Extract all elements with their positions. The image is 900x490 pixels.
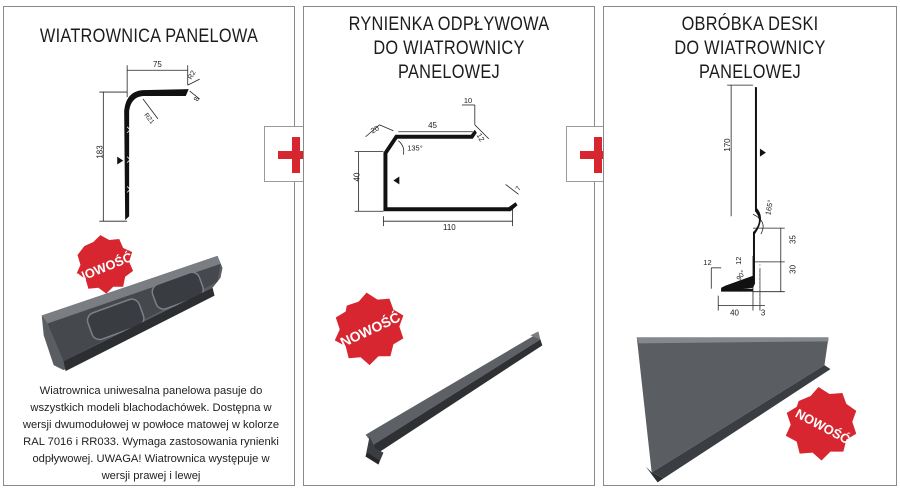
dim-170-label: 170 [723,138,732,152]
dim-7-label: 7 [515,185,523,192]
dim-12a-label: 12 [734,257,743,265]
dim-3-label: 3 [761,309,766,318]
dim-40-label: 40 [730,309,739,318]
dim-radius-top-label: R2 [187,70,198,81]
product-description: Wiatrownica uniwesalna panelowa pasuje d… [22,385,280,482]
panel-title-line2: DO WIATROWNICY PANELOWEJ [373,38,525,83]
panel-title: WIATROWNICA PANELOWA [39,26,259,47]
dim-height-label: 183 [95,145,104,159]
panel-title-line1: RYNIENKA ODPŁYWOWA [348,14,550,35]
profile-diagram-rynienka: 20 45 10 12 135° 40 110 7 NOWOŚĆ [334,96,543,465]
profile-diagram-obrobka: 170 165° 35 12 12 90° 30 40 3 NOWOŚĆ [636,84,857,483]
dim-radius-side-label: 8 [193,96,201,102]
product-panel-wiatrownica: WIATROWNICA PANELOWA 75 R2 8 R21 183 [3,6,295,486]
dim-45-label: 45 [428,121,437,130]
dim-angle-label: 135° [407,144,422,153]
panel-title-line1: OBRÓBKA DESKI [681,14,819,35]
new-badge: NOWOŚĆ [785,387,857,461]
new-badge: NOWOŚĆ [334,292,404,366]
dim-35-label: 35 [789,235,798,244]
panel-title: OBRÓBKA DESKI DO WIATROWNICY PANELOWEJ [624,13,875,85]
dim-12-label: 12 [475,132,487,144]
plus-icon [580,137,616,173]
dim-width-label: 75 [153,60,162,69]
new-badge: NOWOŚĆ [74,235,135,294]
dim-40-label: 40 [353,172,362,181]
product-panel-obrobka: OBRÓBKA DESKI DO WIATROWNICY PANELOWEJ 1… [603,6,897,486]
dim-radius-inner-label: R21 [142,112,155,126]
plus-icon [278,137,314,173]
panel-title: RYNIENKA ODPŁYWOWA DO WIATROWNICY PANELO… [324,13,573,85]
dim-10-label: 10 [464,96,472,105]
dim-110-label: 110 [443,223,456,232]
dim-20-label: 20 [369,123,381,135]
product-render-obrobka [636,337,831,483]
panel-title-line2: DO WIATROWNICY PANELOWEJ [674,38,826,83]
dim-angle165-label: 165° [763,199,775,216]
dim-12b-label: 12 [703,258,711,267]
dim-30-label: 30 [789,264,798,273]
product-render-wiatrownica [41,255,223,372]
profile-diagram-wiatrownica: 75 R2 8 R21 183 NOWOŚĆ [41,60,223,372]
product-panel-rynienka: RYNIENKA ODPŁYWOWA DO WIATROWNICY PANELO… [303,6,595,486]
product-render-rynienka [365,331,543,465]
